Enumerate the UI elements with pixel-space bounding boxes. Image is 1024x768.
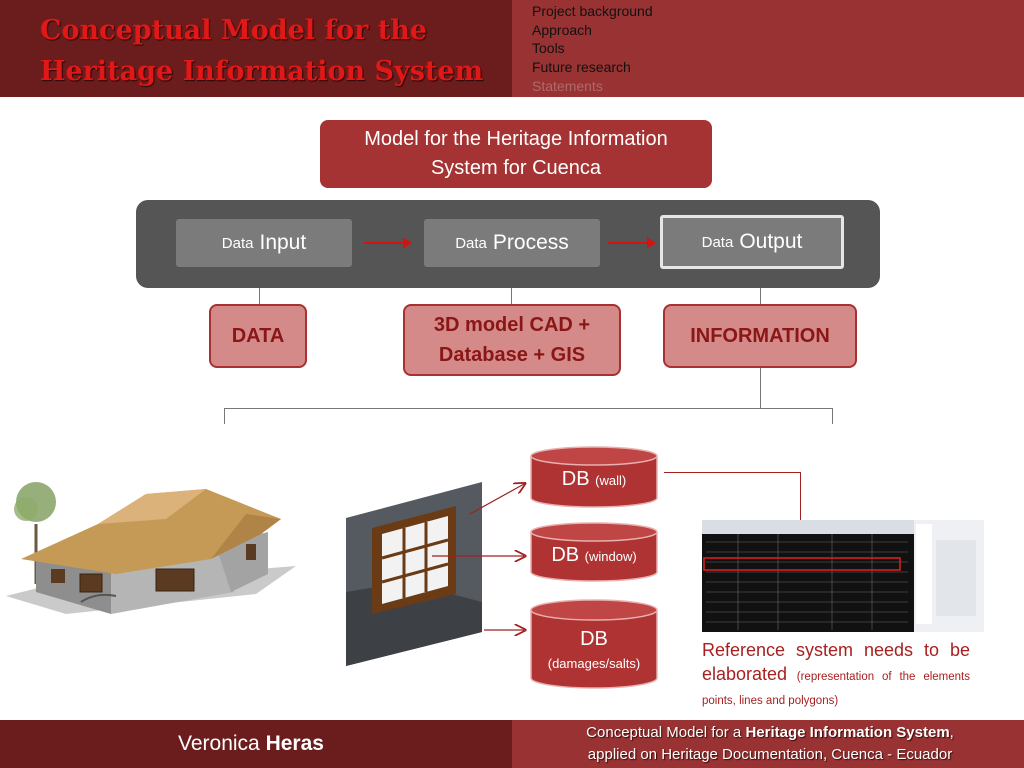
author-first-name: Veronica [178,732,260,755]
step-input-prefix: Data [221,234,254,252]
step-process-label: Process [492,231,569,254]
step-output-prefix: Data [701,233,734,251]
header-right-panel [512,0,1024,97]
process-box-line-2: Database + GIS [438,344,586,366]
db-damages-detail: (damages/salts) [547,656,641,671]
title-line-1: Conceptual Model for the [40,15,428,46]
connector-line [760,368,761,408]
reference-main: Reference system needs to be elaborated [702,640,970,684]
title-line-2: Heritage Information System [40,56,484,87]
author-name: Veronica Heras [178,732,324,756]
bracket-right-leg [832,408,833,424]
db-window-name: DB [551,544,580,566]
information-box: INFORMATION [663,304,857,368]
connector-line [511,288,512,305]
step-data-input[interactable]: Data Input [176,219,352,267]
nav-item-tools[interactable]: Tools [532,40,565,57]
connector-line [760,288,761,305]
database-icon [530,599,658,689]
database-icon [530,522,658,582]
arrow-right-icon [364,237,412,249]
caption-line-2: applied on Heritage Documentation, Cuenc… [587,746,953,763]
author-last-name: Heras [265,732,324,755]
data-box: DATA [209,304,307,368]
step-data-output[interactable]: Data Output [660,215,844,269]
db-link-line [800,472,801,560]
db-damages-name: DB [580,628,608,650]
database-icon [530,446,658,508]
header: Conceptual Model for the Heritage Inform… [0,0,1024,97]
data-flow-bar: Data Input Data Process Data Output [136,200,880,288]
footer-right-panel [512,720,1024,768]
caption-suffix: , [949,724,954,741]
db-wall-detail: (wall) [595,473,627,488]
section-nav: Project background Approach Tools Future… [532,2,653,96]
step-output-label: Output [739,230,803,253]
db-arrows [432,470,540,640]
footer-caption: Conceptual Model for a Heritage Informat… [520,722,1020,766]
wall-window-image [346,482,482,666]
step-process-prefix: Data [455,234,487,252]
db-wall-name: DB [561,468,590,490]
model-title-text: Model for the Heritage Information Syste… [364,128,668,179]
process-box-line-1: 3D model CAD + [433,314,591,336]
db-window-cylinder: DB (window) [530,522,658,582]
house-3d-model-image [6,482,296,614]
db-wall-cylinder: DB (wall) [530,446,658,508]
gis-software-screenshot [702,520,984,632]
caption-bold: Heritage Information System [745,724,950,741]
model-title-box: Model for the Heritage Information Syste… [320,120,712,188]
arrow-right-icon [608,237,656,249]
step-input-label: Input [259,231,307,254]
db-damages-cylinder: DB (damages/salts) [530,598,658,690]
nav-item-future-research[interactable]: Future research [532,59,631,76]
caption-prefix: Conceptual Model for a [586,724,746,741]
data-box-label: DATA [231,324,285,347]
header-left-panel [0,0,512,97]
reference-detail: (representation of the elements points, … [702,671,970,707]
page-title: Conceptual Model for the Heritage Inform… [40,10,500,92]
process-box: 3D model CAD + Database + GIS [403,304,621,376]
connector-line [259,288,260,305]
nav-item-approach[interactable]: Approach [532,21,592,38]
step-data-process[interactable]: Data Process [424,219,600,267]
nav-item-project-background[interactable]: Project background [532,3,653,19]
footer-left-panel [0,720,512,768]
bracket-left-leg [224,408,225,424]
db-link-line [664,472,801,473]
nav-item-statements[interactable]: Statements [532,77,603,94]
bracket-line [224,408,833,409]
db-window-detail: (window) [584,549,637,564]
reference-note: Reference system needs to be elaborated … [702,638,970,710]
information-box-label: INFORMATION [690,324,830,347]
